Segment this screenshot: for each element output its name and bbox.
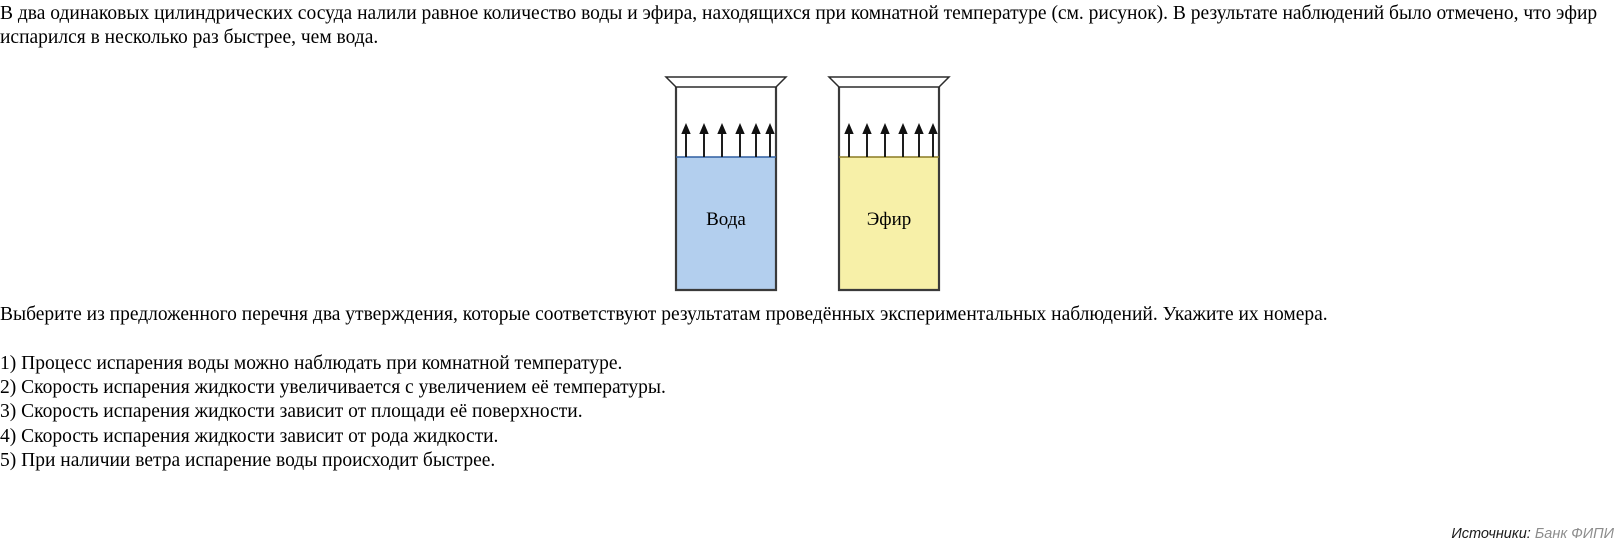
ether-label: Эфир	[867, 209, 912, 230]
answer-options-list: 1) Процесс испарения воды можно наблюдат…	[0, 352, 1400, 473]
option-item-2[interactable]: 2) Скорость испарения жидкости увеличива…	[0, 377, 666, 399]
water-vessel-outline	[674, 87, 778, 292]
water-fill	[676, 157, 776, 290]
evaporation-figure: Вода	[630, 70, 960, 298]
water-label: Вода	[706, 209, 746, 230]
vessel-ether: Эфир	[827, 76, 951, 292]
question-prompt: Выберите из предложенного перечня два ут…	[0, 304, 1328, 325]
ether-fill	[839, 157, 939, 290]
option-item-1[interactable]: 1) Процесс испарения воды можно наблюдат…	[0, 353, 623, 374]
source-value: Банк ФИПИ	[1534, 526, 1614, 542]
ether-vessel-outline	[837, 87, 941, 292]
vessel-water: Вода	[664, 76, 788, 292]
ether-vessel-rim	[827, 76, 951, 88]
option-item-4[interactable]: 4) Скорость испарения жидкости зависит о…	[0, 425, 499, 447]
source-label: Источники:	[1451, 526, 1531, 542]
option-item-5[interactable]: 5) При наличии ветра испарение воды прои…	[0, 449, 496, 471]
water-vapour-arrows	[681, 123, 775, 157]
source-attribution: Источники: Банк ФИПИ	[1451, 526, 1614, 542]
intro-paragraph: В два одинаковых цилиндрических сосуда н…	[0, 3, 1598, 48]
ether-vapour-arrows	[844, 123, 938, 157]
water-vessel-rim	[664, 76, 788, 88]
option-item-3[interactable]: 3) Скорость испарения жидкости зависит о…	[0, 401, 583, 423]
